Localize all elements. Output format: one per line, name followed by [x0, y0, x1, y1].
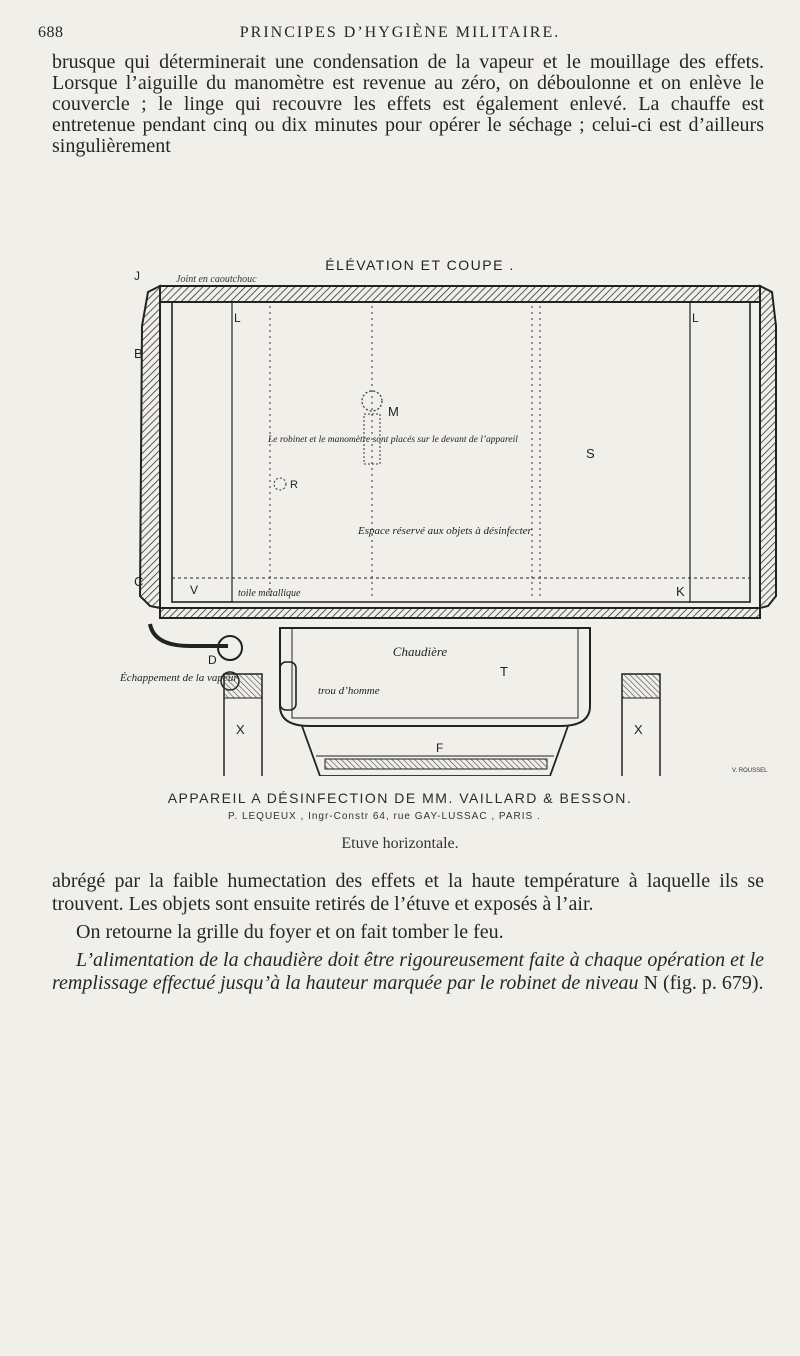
label-letter-s: S: [586, 446, 595, 461]
label-letter-f: F: [436, 741, 443, 755]
shell-left-wall: [138, 284, 161, 610]
page-number: 688: [38, 24, 64, 41]
etuve-drawing: ÉLÉVATION ET COUPE . J Joint en caoutcho…: [120, 257, 777, 776]
figure-heading: ÉLÉVATION ET COUPE .: [325, 257, 514, 273]
label-joint: Joint en caoutchouc: [176, 274, 257, 285]
label-robinet: Le robinet et le manomètre sont placés s…: [267, 435, 518, 445]
paragraph-2: On retourne la grille du foyer et on fai…: [76, 921, 504, 943]
shell-bottom-wall: [159, 607, 761, 619]
label-letter-d: D: [208, 653, 217, 667]
label-trou: trou d’homme: [318, 685, 380, 697]
label-toile: toile métallique: [238, 588, 301, 599]
manometer: [361, 390, 383, 412]
manometer-stem: [363, 413, 381, 465]
steam-pipe: [148, 623, 228, 648]
label-letter-l-left: L: [234, 311, 241, 325]
valve-d: [217, 635, 243, 661]
grate: [324, 758, 548, 770]
manhole: [279, 661, 297, 711]
support-right-cap: [621, 673, 661, 699]
label-chaudiere: Chaudière: [393, 644, 448, 659]
engraver-signature: V. ROUSSEL: [732, 768, 768, 774]
label-letter-l-right: L: [692, 311, 699, 325]
paragraph-1: abrégé par la faible humectation des eff…: [52, 870, 764, 915]
top-paragraph-block: brusque qui déterminerait une condensati…: [52, 52, 764, 157]
robinet: [273, 477, 287, 491]
label-echappement: Échappement de la vapeur: [120, 672, 238, 684]
figure-title: Etuve horizontale.: [341, 835, 459, 852]
label-letter-m: M: [388, 404, 399, 419]
figure-caption: APPAREIL A DÉSINFECTION DE MM. VAILLARD …: [167, 790, 633, 806]
printer-credit: P. LEQUEUX , Ingr-Constr 64, rue GAY-LUS…: [228, 811, 541, 822]
figure-etuve: ÉLÉVATION ET COUPE . J Joint en caoutcho…: [120, 256, 780, 776]
top-paragraph: brusque qui déterminerait une condensati…: [52, 51, 764, 157]
label-letter-j: J: [134, 269, 140, 283]
label-letter-x-left: X: [236, 722, 245, 737]
label-letter-c: C: [134, 574, 143, 589]
door-right: [689, 301, 751, 603]
paragraph-3-tail: N (fig. p. 679).: [638, 972, 764, 994]
label-letter-r: R: [290, 479, 298, 491]
inner-chamber: [171, 301, 751, 603]
label-letter-t: T: [500, 664, 508, 679]
paragraph-3-italic: L’alimentation de la chaudière doit être…: [52, 949, 765, 994]
bottom-text-block: abrégé par la faible humectation des eff…: [52, 870, 764, 1000]
label-espace: Espace réservé aux objets à désinfecter: [357, 525, 533, 537]
support-left-cap: [223, 673, 263, 699]
running-title: PRINCIPES D’HYGIÈNE MILITAIRE.: [239, 24, 561, 41]
boiler-inner: [291, 627, 579, 719]
label-letter-v: V: [190, 583, 198, 597]
firebox: [301, 725, 569, 776]
label-letter-k: K: [676, 584, 685, 599]
shell-top-wall: [159, 285, 761, 303]
shell-right-wall: [759, 284, 777, 610]
label-letter-x-right: X: [634, 722, 643, 737]
label-letter-b: B: [134, 346, 143, 361]
paragraph-3: L’alimentation de la chaudière doit être…: [52, 949, 764, 995]
boiler: [279, 627, 591, 727]
door-left: [171, 301, 233, 603]
